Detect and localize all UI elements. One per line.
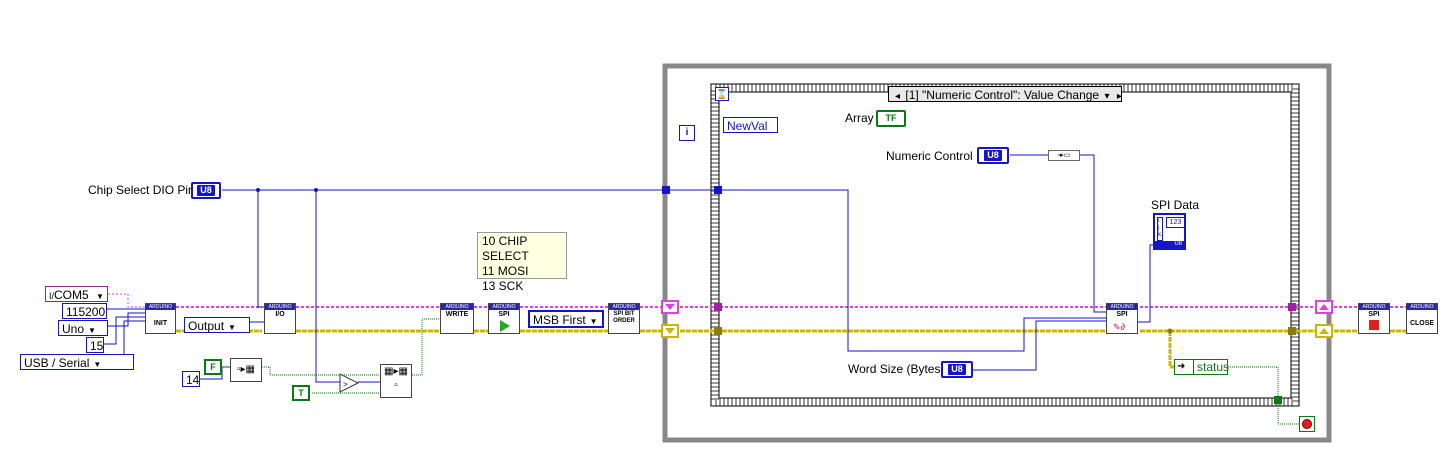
array-label: Array bbox=[845, 111, 874, 125]
bit-order-constant[interactable]: MSB First bbox=[528, 310, 604, 328]
true-constant[interactable]: T bbox=[292, 385, 310, 401]
baud-rate-constant[interactable]: 115200 bbox=[62, 303, 107, 319]
note-line-1: 10 CHIP SELECT bbox=[482, 234, 529, 263]
event-structure-frame[interactable] bbox=[711, 84, 1299, 406]
numeric-wires[interactable] bbox=[104, 154, 1156, 383]
io-subvi[interactable]: ARDUINO I/O bbox=[264, 303, 296, 334]
numeric-control-label: Numeric Control bbox=[886, 149, 973, 163]
connection-type-constant[interactable]: USB / Serial bbox=[20, 354, 134, 370]
pin-number-constant[interactable]: 14 bbox=[182, 371, 200, 387]
iteration-terminal: i bbox=[679, 125, 695, 141]
case-dropdown-arrow[interactable]: ▾ bbox=[1104, 91, 1110, 102]
tunnel-cs-event bbox=[714, 186, 722, 194]
close-subvi[interactable]: ARDUINO CLOSE bbox=[1406, 303, 1438, 334]
replace-array-icon: ▦▸▦▫ bbox=[384, 366, 408, 391]
array-type: TF bbox=[885, 113, 897, 123]
digital-write-subvi[interactable]: ARDUINO WRITE bbox=[440, 303, 474, 334]
numeric-control-terminal[interactable]: U8 bbox=[977, 147, 1009, 164]
chip-select-terminal[interactable]: U8 bbox=[191, 182, 221, 199]
index-array-node[interactable]: ▫▸▭ bbox=[1048, 150, 1080, 161]
spi-read-write-subvi[interactable]: ARDUINO SPI ✎∂ bbox=[1106, 303, 1138, 334]
event-case-label: [1] "Numeric Control": Value Change bbox=[905, 88, 1100, 102]
while-loop-frame[interactable] bbox=[662, 63, 1332, 443]
spi-data-footer: U8 bbox=[1155, 241, 1184, 248]
chip-select-label: Chip Select DIO Pin bbox=[88, 183, 195, 197]
com-port-constant[interactable]: I/COM5 bbox=[45, 286, 108, 302]
spi-close-subvi[interactable]: ARDUINO SPI bbox=[1358, 303, 1390, 334]
newval-label: NewVal bbox=[727, 119, 768, 133]
status-indicator[interactable]: ➜ status bbox=[1174, 359, 1229, 375]
event-case-selector[interactable]: ◂ [1] "Numeric Control": Value Change ▾ … bbox=[888, 86, 1122, 102]
note-line-2: 11 MOSI bbox=[482, 264, 529, 278]
boolean-wires[interactable] bbox=[220, 318, 1300, 425]
bytes-per-packet-constant[interactable]: 15 bbox=[86, 337, 104, 353]
error-wire[interactable] bbox=[176, 329, 1406, 369]
spi-bit-order-subvi[interactable]: ARDUINO SPI BIT ORDER bbox=[608, 303, 640, 334]
pin-note: 10 CHIP SELECT 11 MOSI 13 SCK bbox=[477, 232, 567, 293]
word-size-terminal[interactable]: U8 bbox=[941, 361, 973, 378]
replace-array-node[interactable]: ▦▸▦▫ bbox=[380, 364, 412, 398]
pin-mode-constant[interactable]: Output bbox=[184, 317, 250, 333]
com-port-prefix: I/ bbox=[49, 291, 55, 301]
event-data-node[interactable]: NewVal bbox=[723, 117, 778, 133]
build-array-node[interactable]: ▫▸▦ bbox=[230, 358, 262, 382]
tunnel-cs-loop bbox=[662, 186, 670, 194]
false-constant[interactable]: F bbox=[204, 359, 222, 375]
status-label: status bbox=[1193, 360, 1229, 374]
board-type-constant[interactable]: Uno bbox=[58, 320, 108, 336]
init-subvi[interactable]: ARDUINO INIT bbox=[145, 303, 176, 334]
index-array-icon: ▫▸▭ bbox=[1057, 152, 1071, 159]
array-terminal[interactable]: TF bbox=[876, 110, 906, 127]
hourglass-icon: ⌛ bbox=[715, 87, 729, 101]
com-port-value: COM5 bbox=[54, 288, 89, 302]
prev-case-arrow[interactable]: ◂ bbox=[895, 91, 901, 102]
svg-text:>: > bbox=[343, 380, 348, 389]
greater-than-node[interactable] bbox=[339, 373, 360, 393]
next-case-arrow[interactable]: ▸ bbox=[1116, 91, 1122, 102]
spi-open-subvi[interactable]: ARDUINO SPI bbox=[488, 303, 520, 334]
stop-square-icon bbox=[1369, 320, 1379, 330]
word-size-label: Word Size (Bytes) bbox=[848, 362, 945, 376]
spi-data-label: SPI Data bbox=[1151, 198, 1200, 212]
stop-terminal[interactable] bbox=[1299, 416, 1315, 432]
pencil-icon: ✎∂ bbox=[1113, 322, 1125, 332]
arrow-right-icon: ➜ bbox=[1177, 361, 1186, 372]
build-array-icon: ▫▸▦ bbox=[236, 364, 255, 375]
play-icon bbox=[500, 320, 510, 332]
spi-data-type: 123 bbox=[1166, 217, 1185, 228]
note-line-3: 13 SCK bbox=[482, 279, 524, 293]
resource-wire[interactable] bbox=[108, 293, 1406, 308]
